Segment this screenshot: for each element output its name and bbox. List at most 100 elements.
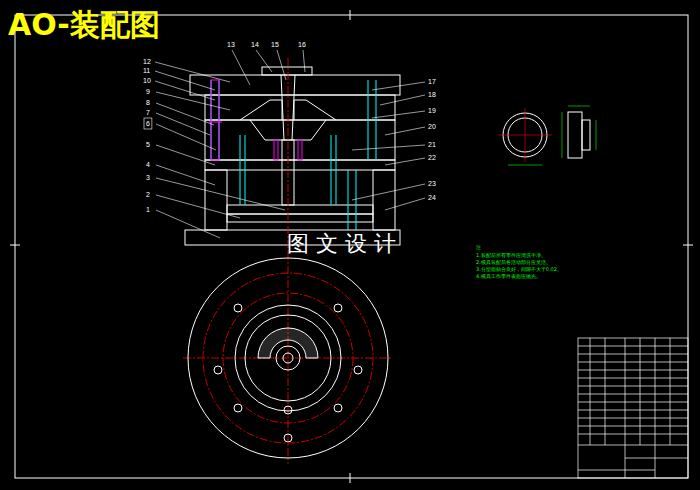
title-block xyxy=(590,338,591,445)
detail-dims xyxy=(508,165,542,166)
hidden-lines xyxy=(356,170,357,230)
callout-number: 4 xyxy=(146,161,150,168)
title-block xyxy=(578,346,688,347)
plan-view xyxy=(283,353,293,363)
section-view xyxy=(205,120,395,160)
section-view xyxy=(205,170,227,230)
plan-red-circle xyxy=(203,273,373,443)
plan-view xyxy=(354,366,362,374)
section-view xyxy=(205,160,395,170)
title-block xyxy=(578,445,688,446)
note-line: 2.模具装配后各活动部分应灵活。 xyxy=(476,260,551,265)
plan-view xyxy=(245,315,331,401)
leader-lines xyxy=(303,50,305,72)
callout-box xyxy=(144,118,152,129)
title-block xyxy=(578,434,688,435)
callout-number: 18 xyxy=(428,91,436,98)
leader-lines xyxy=(155,81,215,100)
leader-lines xyxy=(352,145,425,150)
note-line: 3.分型面贴合良好，间隙不大于0.02。 xyxy=(476,267,562,272)
detail-dims xyxy=(596,120,597,150)
leader-lines xyxy=(372,82,425,90)
title-block xyxy=(578,410,688,411)
plan-red-circle xyxy=(203,273,373,443)
callout-number: 9 xyxy=(146,88,150,95)
center-lines xyxy=(288,252,289,464)
leader-lines xyxy=(156,210,220,238)
note-line: 1.装配前所有零件应清洗干净。 xyxy=(476,253,546,258)
sheet-frame xyxy=(683,245,693,246)
magenta-parts xyxy=(209,122,222,123)
plan-view xyxy=(214,366,222,374)
callout-number: 13 xyxy=(227,41,235,48)
callout-number: 1 xyxy=(146,206,150,213)
title-block xyxy=(640,338,641,445)
sheet-frame xyxy=(10,245,20,246)
leader-lines xyxy=(385,198,425,210)
leader-lines xyxy=(352,184,425,200)
leader-lines xyxy=(156,195,240,218)
detail-dims xyxy=(568,106,590,107)
hidden-lines xyxy=(348,170,349,230)
callout-number: 6 xyxy=(146,120,150,127)
sheet-frame xyxy=(10,10,693,483)
magenta-parts xyxy=(274,140,278,160)
callout-number: 20 xyxy=(428,123,436,130)
title-block xyxy=(578,378,688,379)
detail-view xyxy=(568,112,582,158)
sheet-frame xyxy=(15,15,688,478)
leader-lines xyxy=(156,103,214,125)
center-lines xyxy=(288,58,289,252)
leader-lines xyxy=(155,62,230,82)
leader-lines xyxy=(156,124,216,150)
callout-number: 14 xyxy=(251,41,259,48)
leader-lines xyxy=(277,50,286,80)
callout-number: 2 xyxy=(146,191,150,198)
plan-view xyxy=(284,434,292,442)
callout-number: 5 xyxy=(146,141,150,148)
magenta-parts xyxy=(298,140,302,160)
plan-view xyxy=(334,404,342,412)
callout-number: 22 xyxy=(428,154,436,161)
detail-center-lines xyxy=(525,108,526,162)
section-view xyxy=(185,67,400,245)
callout-number: 10 xyxy=(143,77,151,84)
hidden-lines xyxy=(240,135,241,205)
leader-lines xyxy=(256,50,272,72)
hidden-lines xyxy=(376,80,377,160)
title-block xyxy=(578,354,688,355)
plan-view xyxy=(235,305,341,411)
callout-number: 24 xyxy=(428,194,436,201)
drawing-title: AO-装配图 xyxy=(8,10,160,40)
callout-number: 17 xyxy=(428,78,436,85)
plan-view xyxy=(276,346,300,370)
hidden-lines xyxy=(211,80,376,230)
title-block xyxy=(578,394,688,395)
leader-lines xyxy=(156,113,210,135)
title-block xyxy=(578,386,688,387)
callout-number: 19 xyxy=(428,107,436,114)
callout-number: 7 xyxy=(146,109,150,116)
plan-red-circle xyxy=(223,293,353,423)
section-view xyxy=(227,214,373,222)
section-view xyxy=(205,95,395,120)
note-heading: 注 xyxy=(476,245,481,250)
callout-number: 21 xyxy=(428,141,436,148)
center-lines xyxy=(183,58,393,464)
title-block xyxy=(605,338,606,445)
title-block xyxy=(578,402,688,403)
leader-lines xyxy=(372,111,425,118)
title-block xyxy=(578,338,688,478)
magenta-parts xyxy=(211,80,219,160)
sheet-frame xyxy=(350,473,351,483)
plan-view xyxy=(334,304,342,312)
hidden-lines xyxy=(245,135,246,205)
title-block xyxy=(578,470,655,471)
plan-view xyxy=(234,304,242,312)
title-block xyxy=(625,458,688,459)
leader-lines xyxy=(385,127,425,135)
leader-lines xyxy=(156,178,285,210)
title-block xyxy=(578,338,688,478)
plan-view xyxy=(258,328,318,358)
note-line: 4.模具工作零件表面应抛光。 xyxy=(476,274,541,279)
